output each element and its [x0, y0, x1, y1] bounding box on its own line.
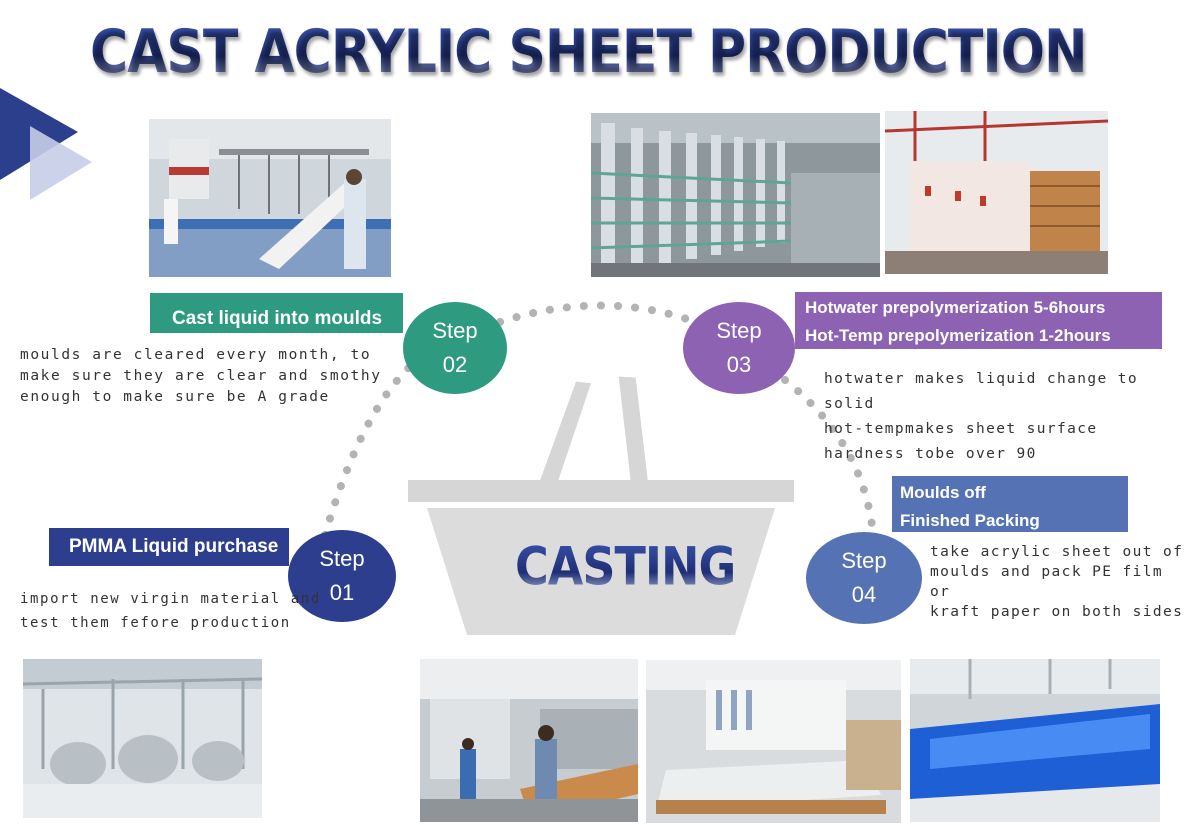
step-03-number: 03 [726, 352, 752, 377]
step-03-circle: Step 03 [683, 302, 795, 394]
step-01-description: import new virgin material and test them… [20, 591, 321, 631]
casting-workshop-photo [149, 119, 391, 277]
step-02-label: Cast liquid into moulds [150, 293, 403, 333]
step-04-circle: Step 04 [806, 532, 922, 624]
prepolymerization-racks-photo [591, 113, 880, 277]
arc-segment-2 [496, 301, 694, 326]
step-02-circle: Step 02 [403, 302, 507, 394]
step-03-word: Step [716, 318, 762, 343]
step-01-circle: Step 01 [288, 530, 396, 622]
step-03-description: hotwater makes liquid change to solid ho… [824, 371, 1139, 462]
basket-rim [408, 480, 794, 502]
step-03-label-line-1: Hotwater prepolymerization 5-6hours [805, 298, 1106, 317]
step-04-label-line-1: Moulds off [900, 483, 986, 502]
basket-icon [408, 373, 794, 635]
step-04-description: take acrylic sheet out of moulds and pac… [930, 544, 1184, 620]
step-01-label: PMMA Liquid purchase [49, 528, 289, 566]
step-02-number: 02 [442, 352, 468, 377]
step-01-number: 01 [329, 580, 355, 605]
step-04-number: 04 [851, 582, 877, 607]
basket-handle-left [533, 378, 596, 497]
blue-film-sheets-photo [910, 659, 1160, 822]
step-02-word: Step [432, 318, 478, 343]
step-02-description: moulds are cleared every month, to make … [20, 347, 382, 405]
light-triangle-shape [30, 126, 92, 200]
page-title: CAST ACRYLIC SHEET PRODUCTION [90, 18, 1087, 87]
step-01-label-text: PMMA Liquid purchase [69, 536, 279, 557]
step-04-label-line-2: Finished Packing [900, 511, 1040, 530]
basket-handle-right [615, 373, 653, 499]
step-03-label-line-2: Hot-Temp prepolymerization 1-2hours [805, 326, 1111, 345]
center-label: CASTING [515, 535, 736, 598]
finished-sheets-stack-photo [646, 660, 901, 823]
decorative-triangles [0, 88, 92, 200]
step-01-word: Step [319, 546, 365, 571]
arc-segment-3 [781, 376, 876, 529]
mould-handling-photo [420, 659, 638, 822]
step-02-label-text: Cast liquid into moulds [172, 308, 383, 329]
step-03-label: Hotwater prepolymerization 5-6hours Hot-… [795, 292, 1162, 349]
step-04-word: Step [841, 548, 887, 573]
step-04-label: Moulds off Finished Packing [892, 476, 1128, 532]
pmma-reactor-tanks-photo [23, 659, 262, 818]
basket-body [427, 508, 775, 635]
hot-temp-oven-photo [885, 111, 1108, 274]
